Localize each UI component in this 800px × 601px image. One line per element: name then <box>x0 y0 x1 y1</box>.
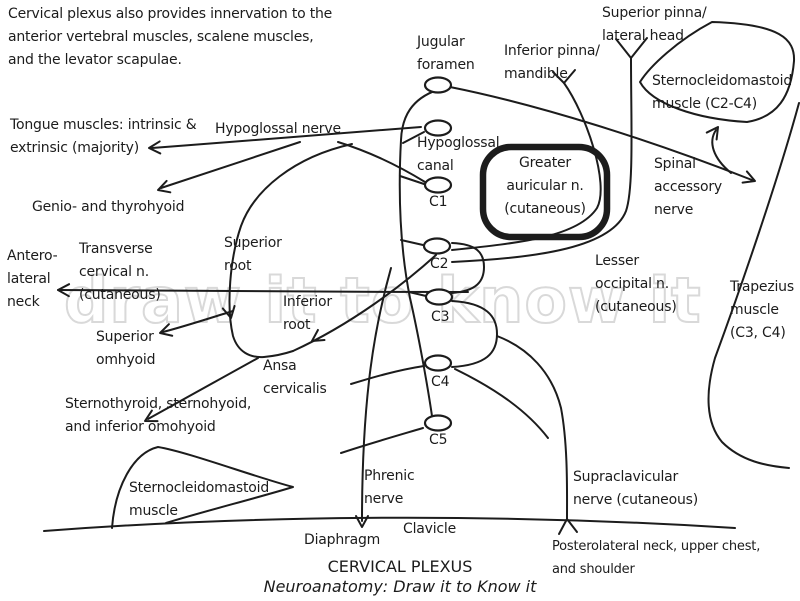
transverse-cervical-line <box>57 289 469 293</box>
plexus-loops <box>451 242 498 368</box>
scm-upper-outline <box>639 21 796 123</box>
spinal-accessory-lines <box>449 86 753 181</box>
hypoglossal-nerve-lines <box>151 126 426 189</box>
spinal-trunk-line <box>398 89 438 417</box>
c3-oval <box>424 288 454 306</box>
supraclavicular-lines <box>454 335 578 535</box>
jugular-foramen-oval <box>423 76 453 94</box>
arrowheads <box>57 126 756 528</box>
c1-oval <box>423 176 453 194</box>
level-ovals <box>422 76 454 432</box>
root-stubs <box>399 131 427 297</box>
c4-oval <box>423 354 453 372</box>
trapezius-outline <box>707 102 800 469</box>
greater-auricular-highlight-box <box>479 143 611 241</box>
scm-lower-outline <box>111 446 294 529</box>
phrenic-nerve-lines <box>340 267 425 522</box>
ansa-cervicalis-lines <box>147 143 437 420</box>
hypoglossal-canal-oval <box>423 119 453 137</box>
c2-oval <box>422 237 452 255</box>
clavicle-line <box>43 516 736 532</box>
c5-oval <box>423 414 453 432</box>
